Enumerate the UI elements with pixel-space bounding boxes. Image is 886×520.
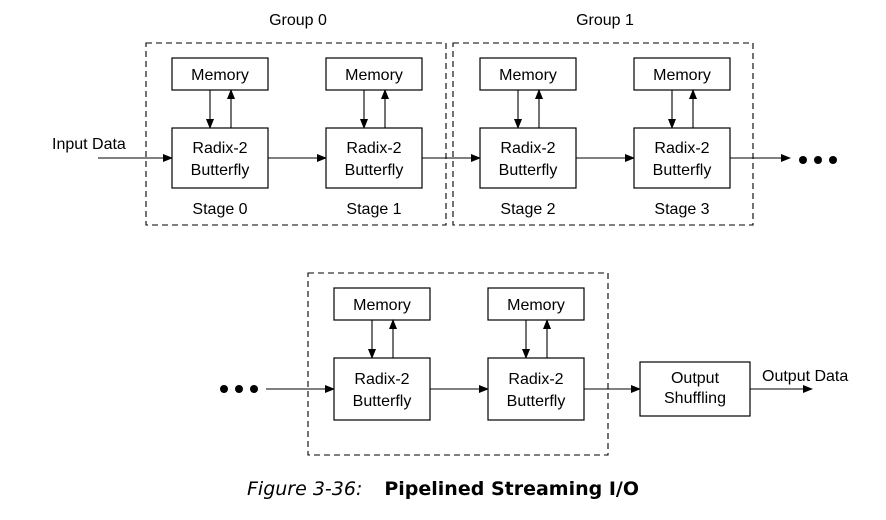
memory-box <box>333 287 431 321</box>
butterfly-box <box>487 357 585 421</box>
memory-box <box>633 57 731 91</box>
butterfly-label-line2: Butterfly <box>507 393 566 410</box>
memory-label: Memory <box>345 67 403 84</box>
butterfly-box <box>171 127 269 189</box>
group-0-label: Group 0 <box>269 12 327 29</box>
group-0-box <box>145 42 447 226</box>
memory-label: Memory <box>499 67 557 84</box>
butterfly-label-line2: Butterfly <box>345 162 404 179</box>
memory-box <box>487 287 585 321</box>
continuation-ellipsis-top <box>799 156 837 164</box>
butterfly-label-line2: Butterfly <box>353 393 412 410</box>
stage-label: Stage 1 <box>346 201 401 218</box>
memory-label: Memory <box>507 297 565 314</box>
memory-box <box>171 57 269 91</box>
stage-3: Memory Radix-2 Butterfly Stage 3 <box>633 57 731 218</box>
continuation-ellipsis-bottom <box>220 385 258 393</box>
butterfly-box <box>633 127 731 189</box>
output-shuffling-label-line2: Shuffling <box>664 390 726 407</box>
figure-title: Pipelined Streaming I/O <box>384 478 639 500</box>
final-group-box <box>307 272 609 456</box>
butterfly-label-line2: Butterfly <box>653 162 712 179</box>
stage-2: Memory Radix-2 Butterfly Stage 2 <box>479 57 577 218</box>
stage-1: Memory Radix-2 Butterfly Stage 1 <box>325 57 423 218</box>
butterfly-label-line1: Radix-2 <box>500 140 555 157</box>
figure-number: Figure 3-36: <box>246 478 363 500</box>
butterfly-box <box>325 127 423 189</box>
stage-0: Memory Radix-2 Butterfly Stage 0 <box>171 57 269 218</box>
butterfly-box <box>333 357 431 421</box>
output-shuffling-box <box>639 361 751 417</box>
memory-label: Memory <box>653 67 711 84</box>
memory-label: Memory <box>353 297 411 314</box>
final-stage-b: Memory Radix-2 Butterfly <box>487 287 585 421</box>
butterfly-label-line1: Radix-2 <box>354 371 409 388</box>
output-data-label: Output Data <box>762 368 848 385</box>
figure-caption: Figure 3-36: Pipelined Streaming I/O <box>0 478 886 500</box>
memory-label: Memory <box>191 67 249 84</box>
stage-label: Stage 3 <box>654 201 709 218</box>
butterfly-label-line1: Radix-2 <box>508 371 563 388</box>
butterfly-label-line1: Radix-2 <box>654 140 709 157</box>
memory-box <box>325 57 423 91</box>
butterfly-label-line2: Butterfly <box>499 162 558 179</box>
memory-box <box>479 57 577 91</box>
group-1-label: Group 1 <box>576 12 634 29</box>
butterfly-label-line1: Radix-2 <box>192 140 247 157</box>
final-stage-a: Memory Radix-2 Butterfly <box>333 287 431 421</box>
stage-label: Stage 0 <box>192 201 247 218</box>
output-shuffling-label-line1: Output <box>671 370 720 387</box>
butterfly-label-line1: Radix-2 <box>346 140 401 157</box>
stage-label: Stage 2 <box>500 201 555 218</box>
input-data-label: Input Data <box>52 136 126 153</box>
butterfly-label-line2: Butterfly <box>191 162 250 179</box>
output-shuffling-block: Output Shuffling <box>639 361 751 417</box>
group-1-box <box>452 42 754 226</box>
butterfly-box <box>479 127 577 189</box>
